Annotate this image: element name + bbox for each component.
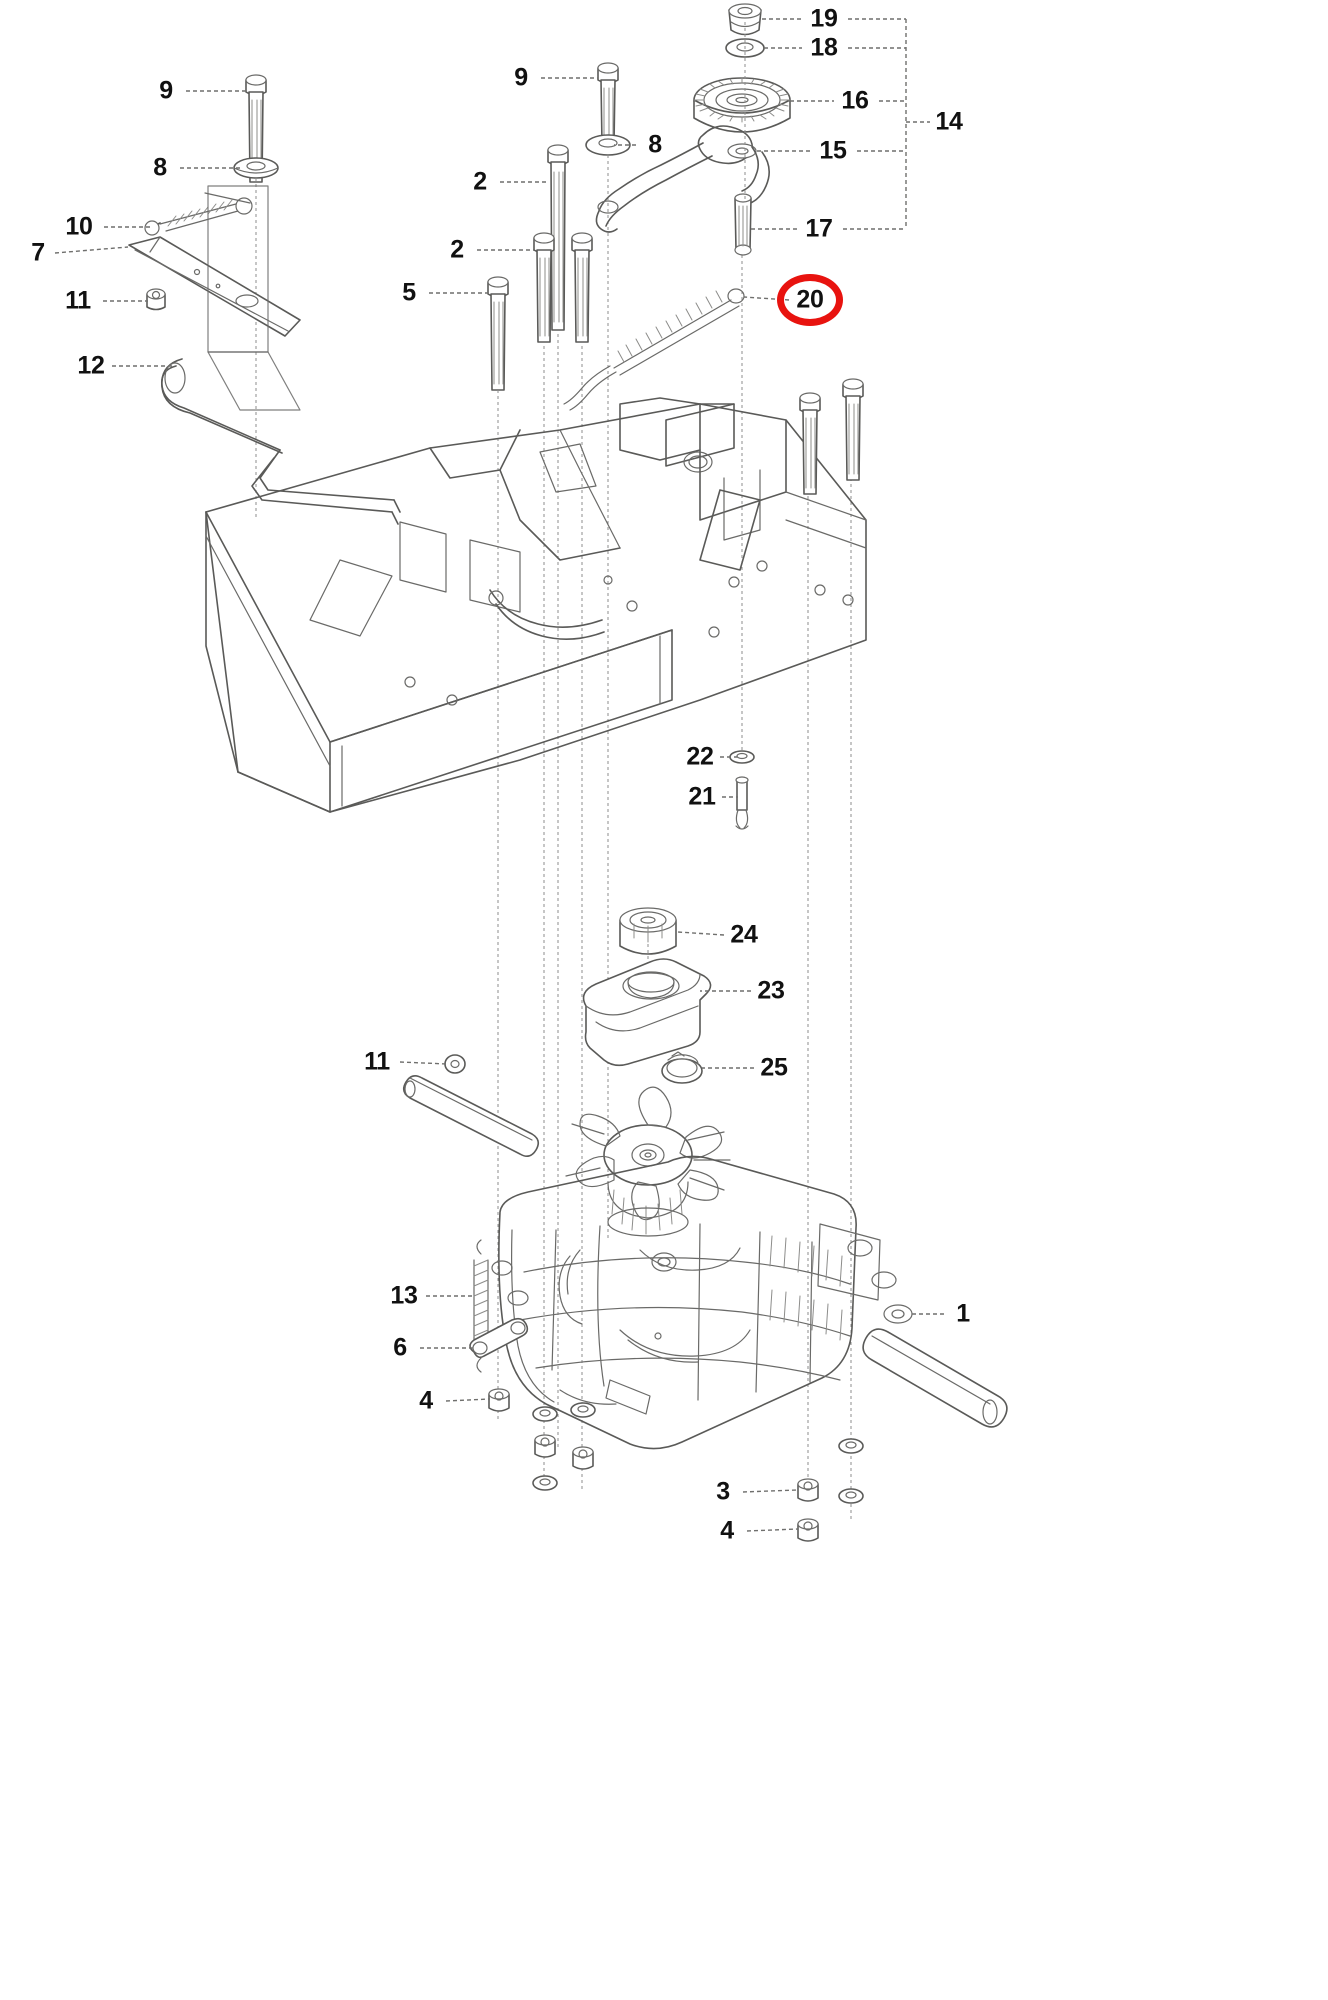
washer-stack-far-right — [838, 1438, 864, 1504]
deck-bolt-right-a — [799, 392, 821, 495]
fan-hub-skirt — [607, 1181, 689, 1237]
callout-4-right[interactable]: 4 — [720, 1516, 734, 1545]
washer-3-right — [797, 1478, 819, 1502]
callout-24[interactable]: 24 — [730, 920, 758, 949]
callout-16[interactable]: 16 — [841, 86, 869, 115]
callout-9-center[interactable]: 9 — [514, 63, 528, 92]
fastener-column-bottom — [488, 1388, 864, 1542]
callout-5[interactable]: 5 — [402, 278, 416, 307]
idler-bracket-15 — [595, 125, 770, 233]
callout-22[interactable]: 22 — [686, 742, 714, 771]
small-washer-22 — [729, 750, 755, 764]
callout-19[interactable]: 19 — [810, 4, 838, 33]
expansion-tank-23 — [582, 958, 712, 1067]
mower-lift-rod-12 — [160, 358, 401, 525]
callout-2-lower[interactable]: 2 — [450, 235, 464, 264]
callout-10[interactable]: 10 — [65, 212, 93, 241]
callout-25[interactable]: 25 — [760, 1053, 788, 1082]
hex-bolt-5 — [487, 276, 509, 391]
spacer-sleeve-17 — [734, 193, 752, 256]
washer-stack-mid-right — [532, 1402, 596, 1491]
callout-13[interactable]: 13 — [390, 1281, 418, 1310]
drive-pulley-16 — [693, 77, 791, 133]
link-bracket-6 — [469, 1317, 529, 1359]
hose-clamp-25 — [661, 1051, 703, 1084]
callout-3[interactable]: 3 — [716, 1477, 730, 1506]
leader-lines — [54, 18, 944, 1532]
axle-shaft-left-11 — [402, 1054, 540, 1158]
callout-2-upper[interactable]: 2 — [473, 167, 487, 196]
callout-8-left[interactable]: 8 — [153, 153, 167, 182]
transaxle-mount-ears — [491, 1239, 913, 1324]
mower-deck-housing — [205, 397, 867, 813]
callout-15[interactable]: 15 — [819, 136, 847, 165]
lock-nut-4-left — [488, 1388, 510, 1412]
deck-bolt-right-b — [842, 378, 864, 481]
cutting-blade-7 — [128, 236, 301, 337]
cooling-fan — [565, 1086, 731, 1221]
blade-washer-8-left — [233, 157, 279, 179]
callout-9-left[interactable]: 9 — [159, 76, 173, 105]
deck-support-plate-left — [207, 185, 301, 411]
assembly-guide-lines — [497, 155, 852, 1520]
callout-6[interactable]: 6 — [393, 1333, 407, 1362]
callout-21[interactable]: 21 — [688, 782, 716, 811]
callout-12[interactable]: 12 — [77, 351, 105, 380]
short-spring-10 — [144, 192, 253, 236]
extension-spring-20 — [563, 288, 745, 411]
callout-14-group[interactable]: 14 — [935, 107, 963, 136]
callout-1[interactable]: 1 — [956, 1299, 970, 1328]
cotter-pin-21 — [735, 776, 749, 830]
callout-8-center[interactable]: 8 — [648, 130, 662, 159]
callout-23[interactable]: 23 — [757, 976, 785, 1005]
tank-cap-24 — [619, 907, 677, 1000]
blade-hex-nut-11-left — [146, 288, 166, 311]
carriage-bolt-2b — [533, 232, 555, 343]
callout-11-blade[interactable]: 11 — [65, 286, 91, 315]
output-axle-shaft — [862, 1328, 1008, 1428]
callout-7[interactable]: 7 — [31, 238, 45, 267]
callout-17[interactable]: 17 — [805, 214, 833, 243]
callout-11-axle[interactable]: 11 — [364, 1047, 390, 1076]
callout-18[interactable]: 18 — [810, 33, 838, 62]
callout-4-left[interactable]: 4 — [419, 1386, 433, 1415]
carriage-bolt-2c — [571, 232, 593, 343]
flange-nut-19 — [728, 3, 762, 36]
washer-stack-mid-left — [532, 1406, 558, 1458]
carriage-bolt-2a — [547, 144, 569, 331]
highlight-ring-item-20 — [777, 274, 843, 326]
blade-washer-8-center — [585, 134, 631, 156]
lock-nut-4-right — [797, 1518, 819, 1542]
